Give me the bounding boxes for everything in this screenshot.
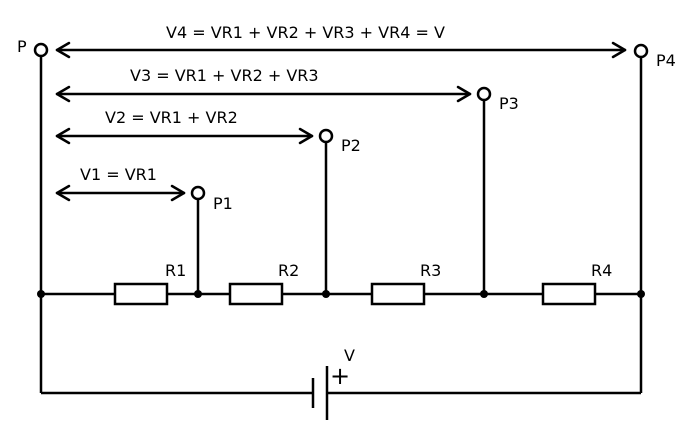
junction-p1 [194,290,202,298]
source-label: V [344,346,355,365]
arrow-v3 [55,85,472,103]
label-r2: R2 [278,261,299,280]
equation-v2: V2 = VR1 + VR2 [105,108,238,127]
label-r1: R1 [165,261,186,280]
equation-v4: V4 = VR1 + VR2 + VR3 + VR4 = V [166,23,445,42]
terminal-p3 [476,86,492,102]
label-p3: P3 [499,94,519,113]
arrow-v4 [55,41,627,59]
arrow-v2 [55,127,314,145]
junction-p3 [480,290,488,298]
resistor-r2 [228,282,284,306]
label-p2: P2 [341,136,361,155]
junction-left [37,290,45,298]
equation-v1: V1 = VR1 [80,165,157,184]
terminal-p4 [633,43,649,59]
label-p4: P4 [656,51,676,70]
arrow-v1 [55,184,186,202]
resistor-r4 [541,282,597,306]
label-r4: R4 [591,261,612,280]
battery-symbol [311,366,329,420]
label-r3: R3 [420,261,441,280]
terminal-p2 [318,128,334,144]
resistor-r1 [113,282,169,306]
terminal-p [33,42,49,58]
junction-p2 [322,290,330,298]
terminal-p1 [190,185,206,201]
plus-sign: + [330,362,350,390]
resistor-r3 [370,282,426,306]
label-p1: P1 [213,194,233,213]
equation-v3: V3 = VR1 + VR2 + VR3 [130,66,319,85]
junction-right [637,290,645,298]
label-p: P [17,37,27,56]
